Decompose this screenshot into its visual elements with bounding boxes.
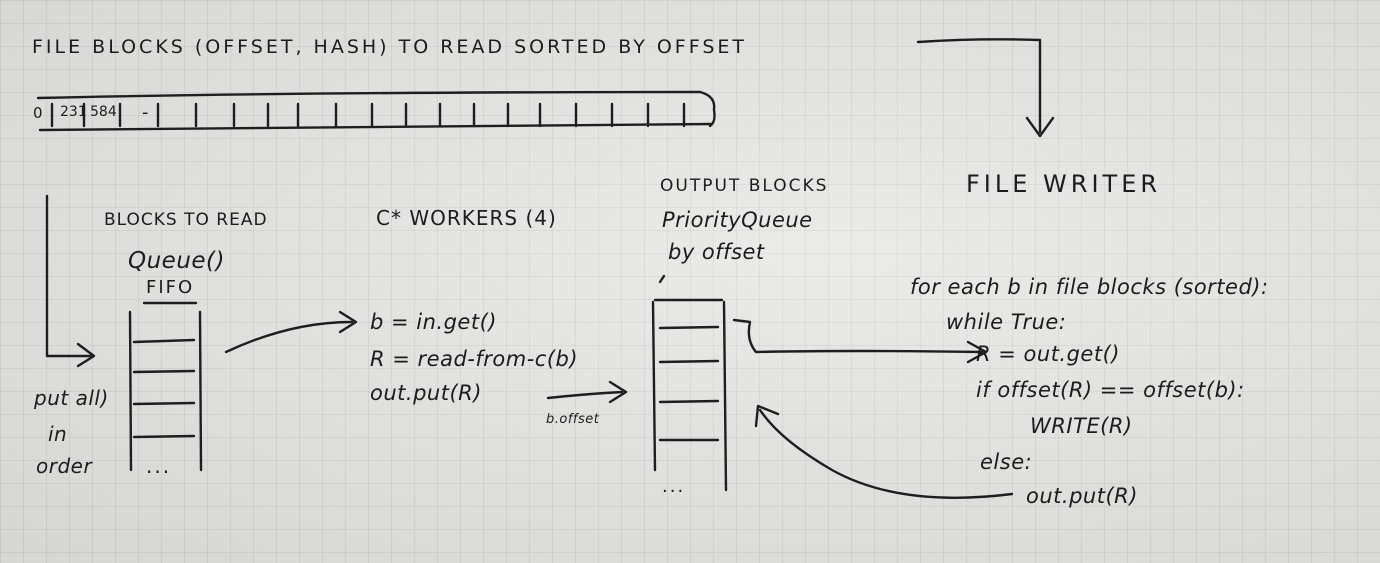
pq-to-writer-arrowhead <box>966 340 988 364</box>
writer-code-line: else: <box>980 450 1033 474</box>
put-all-note-line: in <box>48 422 68 446</box>
worker-code-line: out.put(R) <box>370 381 482 405</box>
putback-arrow <box>758 408 1014 499</box>
header-to-writer-arrow <box>916 38 1042 134</box>
put-all-note-line: order <box>36 454 93 478</box>
pq-to-writer-arrow <box>732 318 984 354</box>
array-cell-value: 0 <box>33 104 43 122</box>
array-cell-value: 231 <box>60 104 87 120</box>
worker-arrow-label: b.offset <box>546 412 600 427</box>
queue-to-workers-arrow <box>224 320 354 354</box>
workers-to-pq-arrowhead <box>608 380 628 404</box>
writer-code-line: WRITE(R) <box>1030 414 1133 438</box>
header-text: FILE BLOCKS (OFFSET, HASH) TO READ SORTE… <box>32 36 747 58</box>
writer-code-line: out.put(R) <box>1026 484 1138 508</box>
fifo-ellipsis: ... <box>146 454 172 478</box>
array-to-queue-arrowhead <box>76 342 96 368</box>
worker-code-line: R = read-from-c(b) <box>370 347 579 371</box>
putback-arrowhead <box>754 404 780 428</box>
array-right-edge <box>698 90 716 128</box>
pq-left-wall <box>651 300 657 472</box>
output-blocks-title: OUTPUT BLOCKS <box>660 176 829 196</box>
array-top-edge <box>36 90 702 100</box>
pq-top-mark <box>658 274 666 284</box>
pq-ellipsis: ... <box>662 476 686 497</box>
writer-code-line: while True: <box>946 310 1067 334</box>
array-to-queue-line <box>45 194 94 358</box>
array-cell-value: - <box>142 102 149 123</box>
blocks-to-read-kind: FIFO <box>146 277 195 298</box>
file-writer-title: FILE WRITER <box>966 170 1162 198</box>
fifo-slot <box>132 434 196 439</box>
fifo-right-wall <box>198 310 203 472</box>
fifo-left-wall <box>128 310 133 472</box>
worker-code-line: b = in.get() <box>370 310 497 334</box>
array-cell-value: 584 <box>90 104 117 120</box>
blocks-to-read-title: BLOCKS TO READ <box>104 210 268 230</box>
pq-slot <box>658 399 720 404</box>
pq-slot <box>658 359 720 364</box>
writer-code-line: R = out.get() <box>976 342 1120 366</box>
fifo-slot <box>132 401 196 406</box>
queue-to-workers-arrowhead <box>338 310 358 334</box>
pq-right-wall <box>722 300 728 492</box>
output-blocks-order: by offset <box>668 240 765 264</box>
blocks-to-read-type: Queue() <box>128 248 226 274</box>
fifo-slot <box>132 338 196 344</box>
pq-slot <box>658 325 720 330</box>
output-blocks-type: PriorityQueue <box>662 208 813 232</box>
header-to-writer-arrowhead <box>1025 116 1055 138</box>
workers-title: C* WORKERS (4) <box>376 206 557 230</box>
put-all-note-line: put all) <box>34 386 109 410</box>
workers-to-pq-arrow <box>546 390 624 400</box>
writer-code-line: if offset(R) == offset(b): <box>976 378 1245 402</box>
fifo-slot <box>132 369 196 374</box>
writer-code-line: for each b in file blocks (sorted): <box>910 275 1269 299</box>
